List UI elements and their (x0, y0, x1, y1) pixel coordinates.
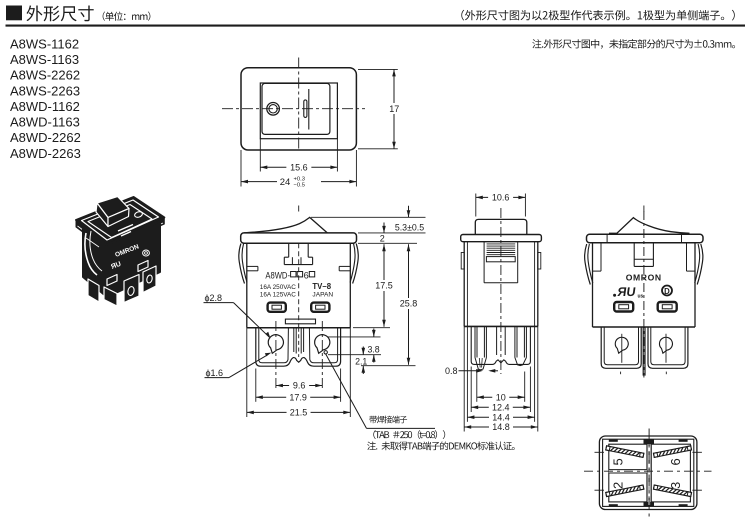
svg-text:5.3±0.5: 5.3±0.5 (395, 222, 424, 232)
svg-text:25.8: 25.8 (400, 299, 418, 309)
svg-text:17.5: 17.5 (375, 281, 393, 291)
svg-text:A8WS-1162: A8WS-1162 (10, 36, 79, 51)
svg-text:D: D (664, 287, 670, 296)
svg-text:us: us (638, 294, 644, 300)
svg-text:15.6: 15.6 (290, 163, 308, 173)
svg-text:10: 10 (496, 392, 506, 402)
svg-text:TV–8: TV–8 (312, 282, 331, 291)
svg-text:A8WD-1162: A8WD-1162 (10, 99, 80, 114)
svg-text:2.1: 2.1 (355, 356, 367, 366)
svg-text:A8WS-1163: A8WS-1163 (10, 52, 79, 67)
svg-text:ϕ1.6: ϕ1.6 (206, 368, 224, 378)
svg-text:ЯU: ЯU (110, 261, 122, 271)
svg-text:14.4: 14.4 (492, 412, 510, 422)
svg-text:24: 24 (280, 177, 291, 188)
svg-text:2: 2 (380, 234, 385, 244)
svg-text:2: 2 (611, 482, 626, 489)
svg-text:17: 17 (389, 104, 399, 114)
svg-text:JAPAN: JAPAN (312, 292, 333, 299)
svg-text:6: 6 (668, 458, 683, 465)
svg-text:10.6: 10.6 (492, 193, 510, 203)
svg-text:21.5: 21.5 (290, 408, 308, 418)
svg-text:−0.5: −0.5 (294, 183, 305, 189)
svg-text:3: 3 (668, 482, 683, 489)
svg-text:A8WD-2263: A8WD-2263 (10, 146, 81, 161)
svg-text:A8WD-: A8WD- (265, 271, 290, 281)
svg-text:A8WD-2262: A8WD-2262 (10, 130, 81, 145)
svg-text:5: 5 (611, 458, 626, 465)
svg-text:16A 250VAC: 16A 250VAC (260, 284, 297, 291)
svg-text:16A 125VAC: 16A 125VAC (260, 292, 297, 299)
svg-text:A8WS-2263: A8WS-2263 (10, 83, 80, 98)
svg-text:14.8: 14.8 (492, 422, 510, 432)
svg-text:0.8: 0.8 (445, 366, 458, 376)
svg-text:9.6: 9.6 (293, 381, 306, 391)
svg-text:A8WD-1163: A8WD-1163 (10, 115, 80, 130)
svg-text:12.4: 12.4 (492, 403, 510, 413)
svg-text:+0.3: +0.3 (294, 177, 305, 183)
svg-text:ЯU: ЯU (617, 285, 637, 299)
svg-text:3.8: 3.8 (367, 344, 379, 354)
svg-text:17.9: 17.9 (289, 392, 307, 402)
svg-text:6: 6 (304, 271, 309, 281)
svg-text:ϕ2.8: ϕ2.8 (205, 293, 223, 303)
svg-text:A8WS-2262: A8WS-2262 (10, 68, 80, 83)
